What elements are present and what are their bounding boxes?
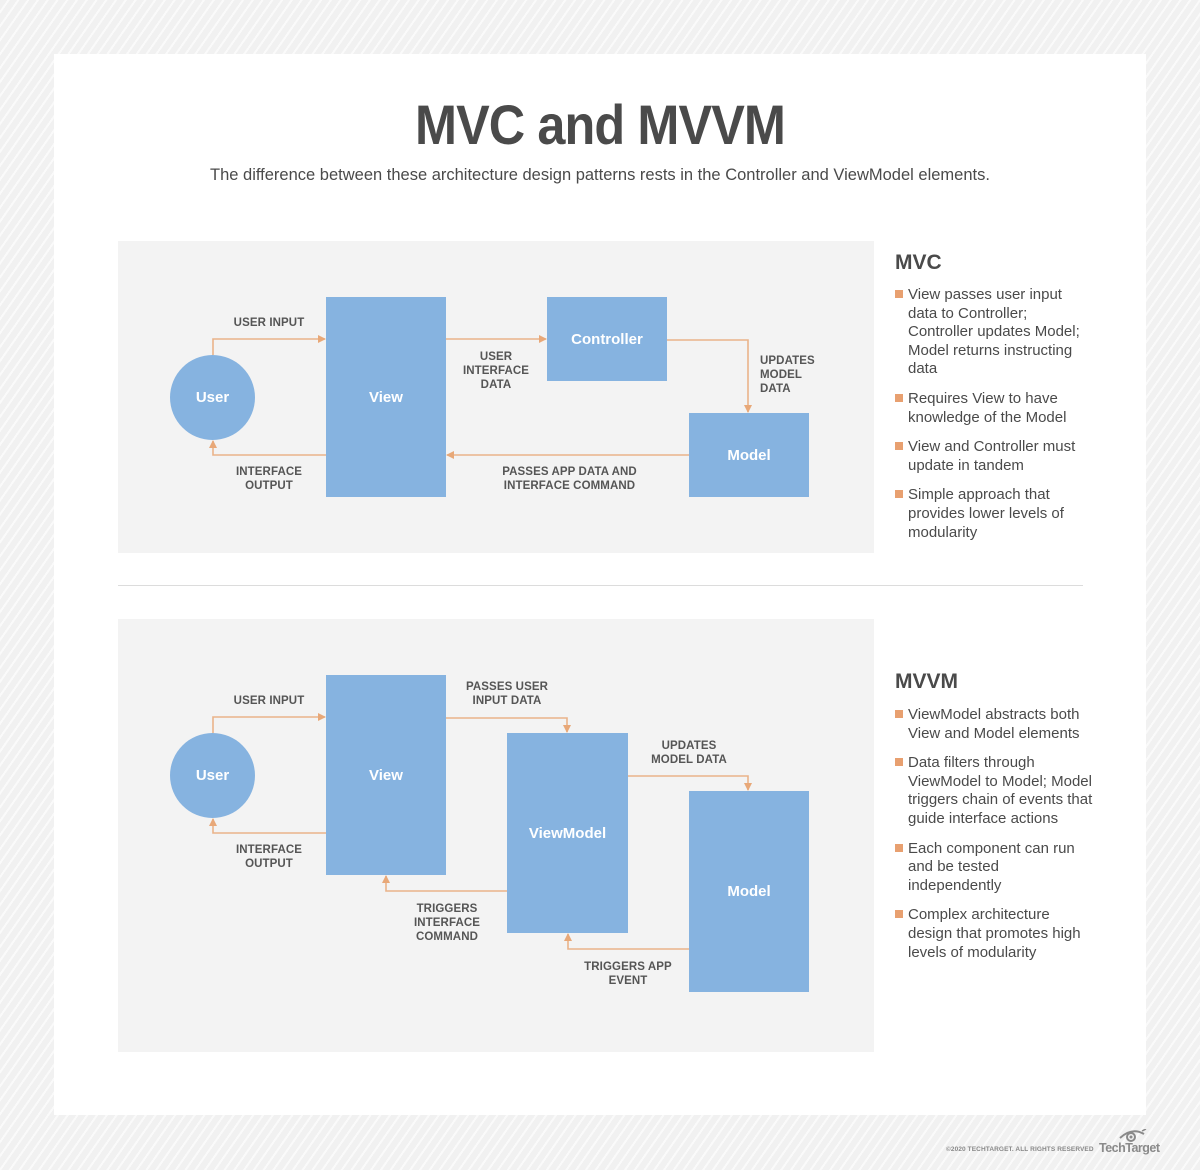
- mvvm-viewmodel-label: ViewModel: [528, 824, 607, 842]
- section-divider: [118, 585, 1083, 586]
- mvc-edge-interface-output: INTERFACE OUTPUT: [235, 466, 303, 492]
- bullet-square-icon: [895, 910, 903, 919]
- bullet-square-icon: [895, 490, 903, 499]
- mvc-bullet-list: View passes user input data to Controlle…: [895, 286, 1090, 553]
- mvc-bullet-item: View and Controller must update in tande…: [895, 438, 1090, 475]
- copyright-text: ©2020 TECHTARGET. ALL RIGHTS RESERVED: [946, 1146, 1094, 1153]
- mvvm-heading: MVVM: [895, 670, 958, 693]
- mvc-model-label: Model: [727, 446, 771, 464]
- mvvm-bullet-item: ViewModel abstracts both View and Model …: [895, 706, 1095, 743]
- mvvm-viewmodel-node: ViewModel: [507, 733, 628, 933]
- mvc-user-label: User: [195, 389, 230, 406]
- mvvm-bullet-item: Each component can run and be tested ind…: [895, 840, 1095, 896]
- mvvm-bullet-item: Complex architecture design that promote…: [895, 906, 1095, 962]
- mvvm-edge-triggers-app-event: TRIGGERS APP EVENT: [584, 961, 672, 987]
- mvvm-bullet-list: ViewModel abstracts both View and Model …: [895, 706, 1095, 973]
- mvc-view-label: View: [369, 388, 403, 406]
- mvvm-model-node: Model: [689, 791, 809, 992]
- mvvm-edge-triggers-interface-command: TRIGGERS INTERFACE COMMAND: [413, 903, 481, 943]
- eye-icon: [1119, 1129, 1147, 1142]
- mvvm-bullet-item: Data filters through ViewModel to Model;…: [895, 754, 1095, 828]
- bullet-square-icon: [895, 758, 903, 767]
- page-subtitle: The difference between these architectur…: [210, 166, 990, 184]
- bullet-square-icon: [895, 843, 903, 852]
- mvc-bullet-item: View passes user input data to Controlle…: [895, 286, 1090, 379]
- mvc-heading: MVC: [895, 251, 942, 274]
- bullet-square-icon: [895, 393, 903, 402]
- mvc-model-node: Model: [689, 413, 809, 497]
- mvvm-edge-updates-model-data: UPDATES MODEL DATA: [651, 740, 727, 766]
- mvc-edge-user-input: USER INPUT: [233, 317, 305, 329]
- mvc-user-node: User: [170, 355, 255, 440]
- mvc-controller-node: Controller: [547, 297, 667, 381]
- bullet-square-icon: [895, 710, 903, 718]
- bullet-square-icon: [895, 290, 903, 298]
- mvc-controller-label: Controller: [571, 330, 643, 348]
- bullet-square-icon: [895, 442, 903, 451]
- mvc-bullet-item: Simple approach that provides lower leve…: [895, 486, 1090, 542]
- mvvm-view-node: View: [326, 675, 446, 875]
- mvvm-edge-user-input: USER INPUT: [233, 695, 305, 707]
- mvc-view-node: View: [326, 297, 446, 497]
- mvc-bullet-item: Requires View to have knowledge of the M…: [895, 390, 1090, 427]
- mvvm-edge-interface-output: INTERFACE OUTPUT: [235, 844, 303, 870]
- page-title: MVC and MVVM: [414, 93, 786, 156]
- mvvm-edge-passes-user-input-data: PASSES USER INPUT DATA: [465, 681, 549, 707]
- mvvm-user-label: User: [195, 767, 230, 784]
- mvc-edge-passes-app-data: PASSES APP DATA AND INTERFACE COMMAND: [502, 466, 637, 492]
- mvvm-view-label: View: [369, 766, 403, 784]
- techtarget-logo: TechTarget: [1099, 1141, 1160, 1155]
- mvvm-user-node: User: [170, 733, 255, 818]
- mvc-edge-updates-model-data: UPDATES MODEL DATA: [760, 355, 815, 395]
- mvc-edge-user-interface-data: USER INTERFACE DATA: [462, 351, 530, 391]
- mvvm-model-label: Model: [727, 883, 771, 900]
